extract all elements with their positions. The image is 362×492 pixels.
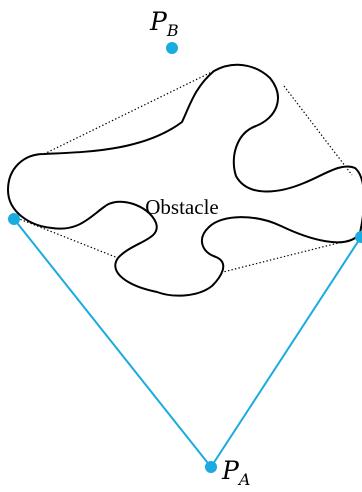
point-b-label: PB [149,7,179,40]
point-a-label-main: P [221,456,240,485]
path-segment-left [13,218,212,468]
hull-edge-top-left [43,65,225,155]
tangent-point-left [8,213,20,225]
obstacle-outline [6,63,362,297]
hull-edge-bottom-left [16,217,119,259]
point-b-label-sub: B [166,21,179,40]
point-a-marker [205,461,217,473]
hull-edge-bottom-right [222,236,362,273]
point-b-label-main: P [149,7,168,36]
path-segment-right [210,236,362,468]
point-a-label-sub: A [237,470,251,489]
convex-hull [16,65,362,273]
hull-edge-top-right [283,85,353,176]
point-b-marker [166,42,178,54]
tangent-point-right [355,231,362,243]
point-a-label: PA [221,456,250,489]
obstacle-label: Obstacle [145,195,218,219]
shortest-path [13,218,362,468]
